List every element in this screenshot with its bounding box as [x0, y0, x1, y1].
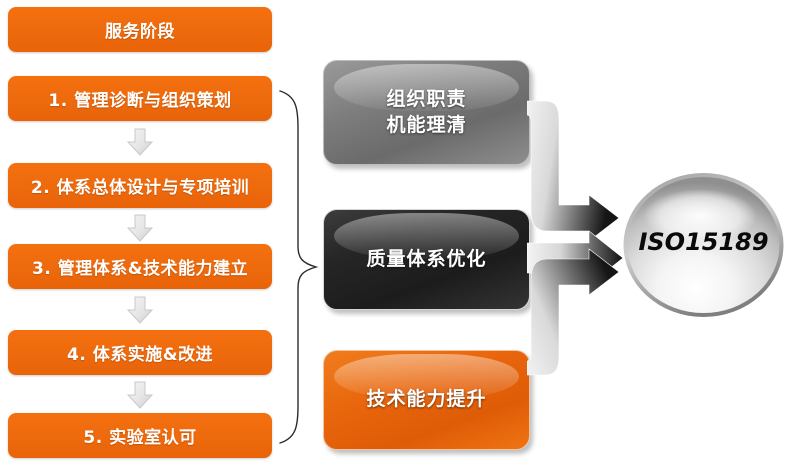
stage-item-1[interactable]: 1. 管理诊断与组织策划	[8, 76, 272, 121]
down-arrow-icon-4	[126, 381, 154, 409]
result-sphere-label: ISO15189	[638, 228, 769, 256]
outcome-line-1: 组织职责	[386, 87, 467, 110]
down-arrow-icon-2	[126, 214, 154, 242]
stage-item-5[interactable]: 5. 实验室认可	[8, 413, 272, 458]
flow-arrows-group	[527, 100, 624, 376]
outcome-box-technical-label: 技术能力提升	[366, 388, 487, 411]
stage-item-2-label: 2. 体系总体设计与专项培训	[30, 178, 250, 198]
down-arrow-icon-1	[126, 128, 154, 156]
outcome-box-organization[interactable]: 组织职责 机能理清	[323, 60, 530, 165]
stage-item-3[interactable]: 3. 管理体系&技术能力建立	[8, 244, 272, 289]
stage-item-5-label: 5. 实验室认可	[83, 428, 197, 448]
outcome-box-quality-label: 质量体系优化	[366, 247, 487, 270]
down-arrow-icon-3	[126, 296, 154, 324]
result-sphere[interactable]	[622, 172, 785, 318]
stage-item-1-label: 1. 管理诊断与组织策划	[48, 91, 232, 111]
outcome-line-2: 机能理清	[386, 113, 467, 136]
curly-brace-icon	[276, 88, 320, 446]
service-stage-header: 服务阶段	[8, 7, 272, 52]
block-arrow-icon-top	[527, 100, 620, 242]
block-arrow-icon-bottom	[527, 248, 620, 376]
outcome-box-technical[interactable]: 技术能力提升	[323, 350, 530, 450]
stage-item-4-label: 4. 体系实施&改进	[66, 345, 214, 365]
outcome-box-quality[interactable]: 质量体系优化	[323, 209, 530, 310]
stage-item-4[interactable]: 4. 体系实施&改进	[8, 330, 272, 375]
stage-item-2[interactable]: 2. 体系总体设计与专项培训	[8, 163, 272, 208]
outcome-box-organization-label: 组织职责 机能理清	[386, 87, 466, 138]
stage-item-3-label: 3. 管理体系&技术能力建立	[31, 259, 249, 279]
service-stage-header-label: 服务阶段	[105, 22, 175, 42]
